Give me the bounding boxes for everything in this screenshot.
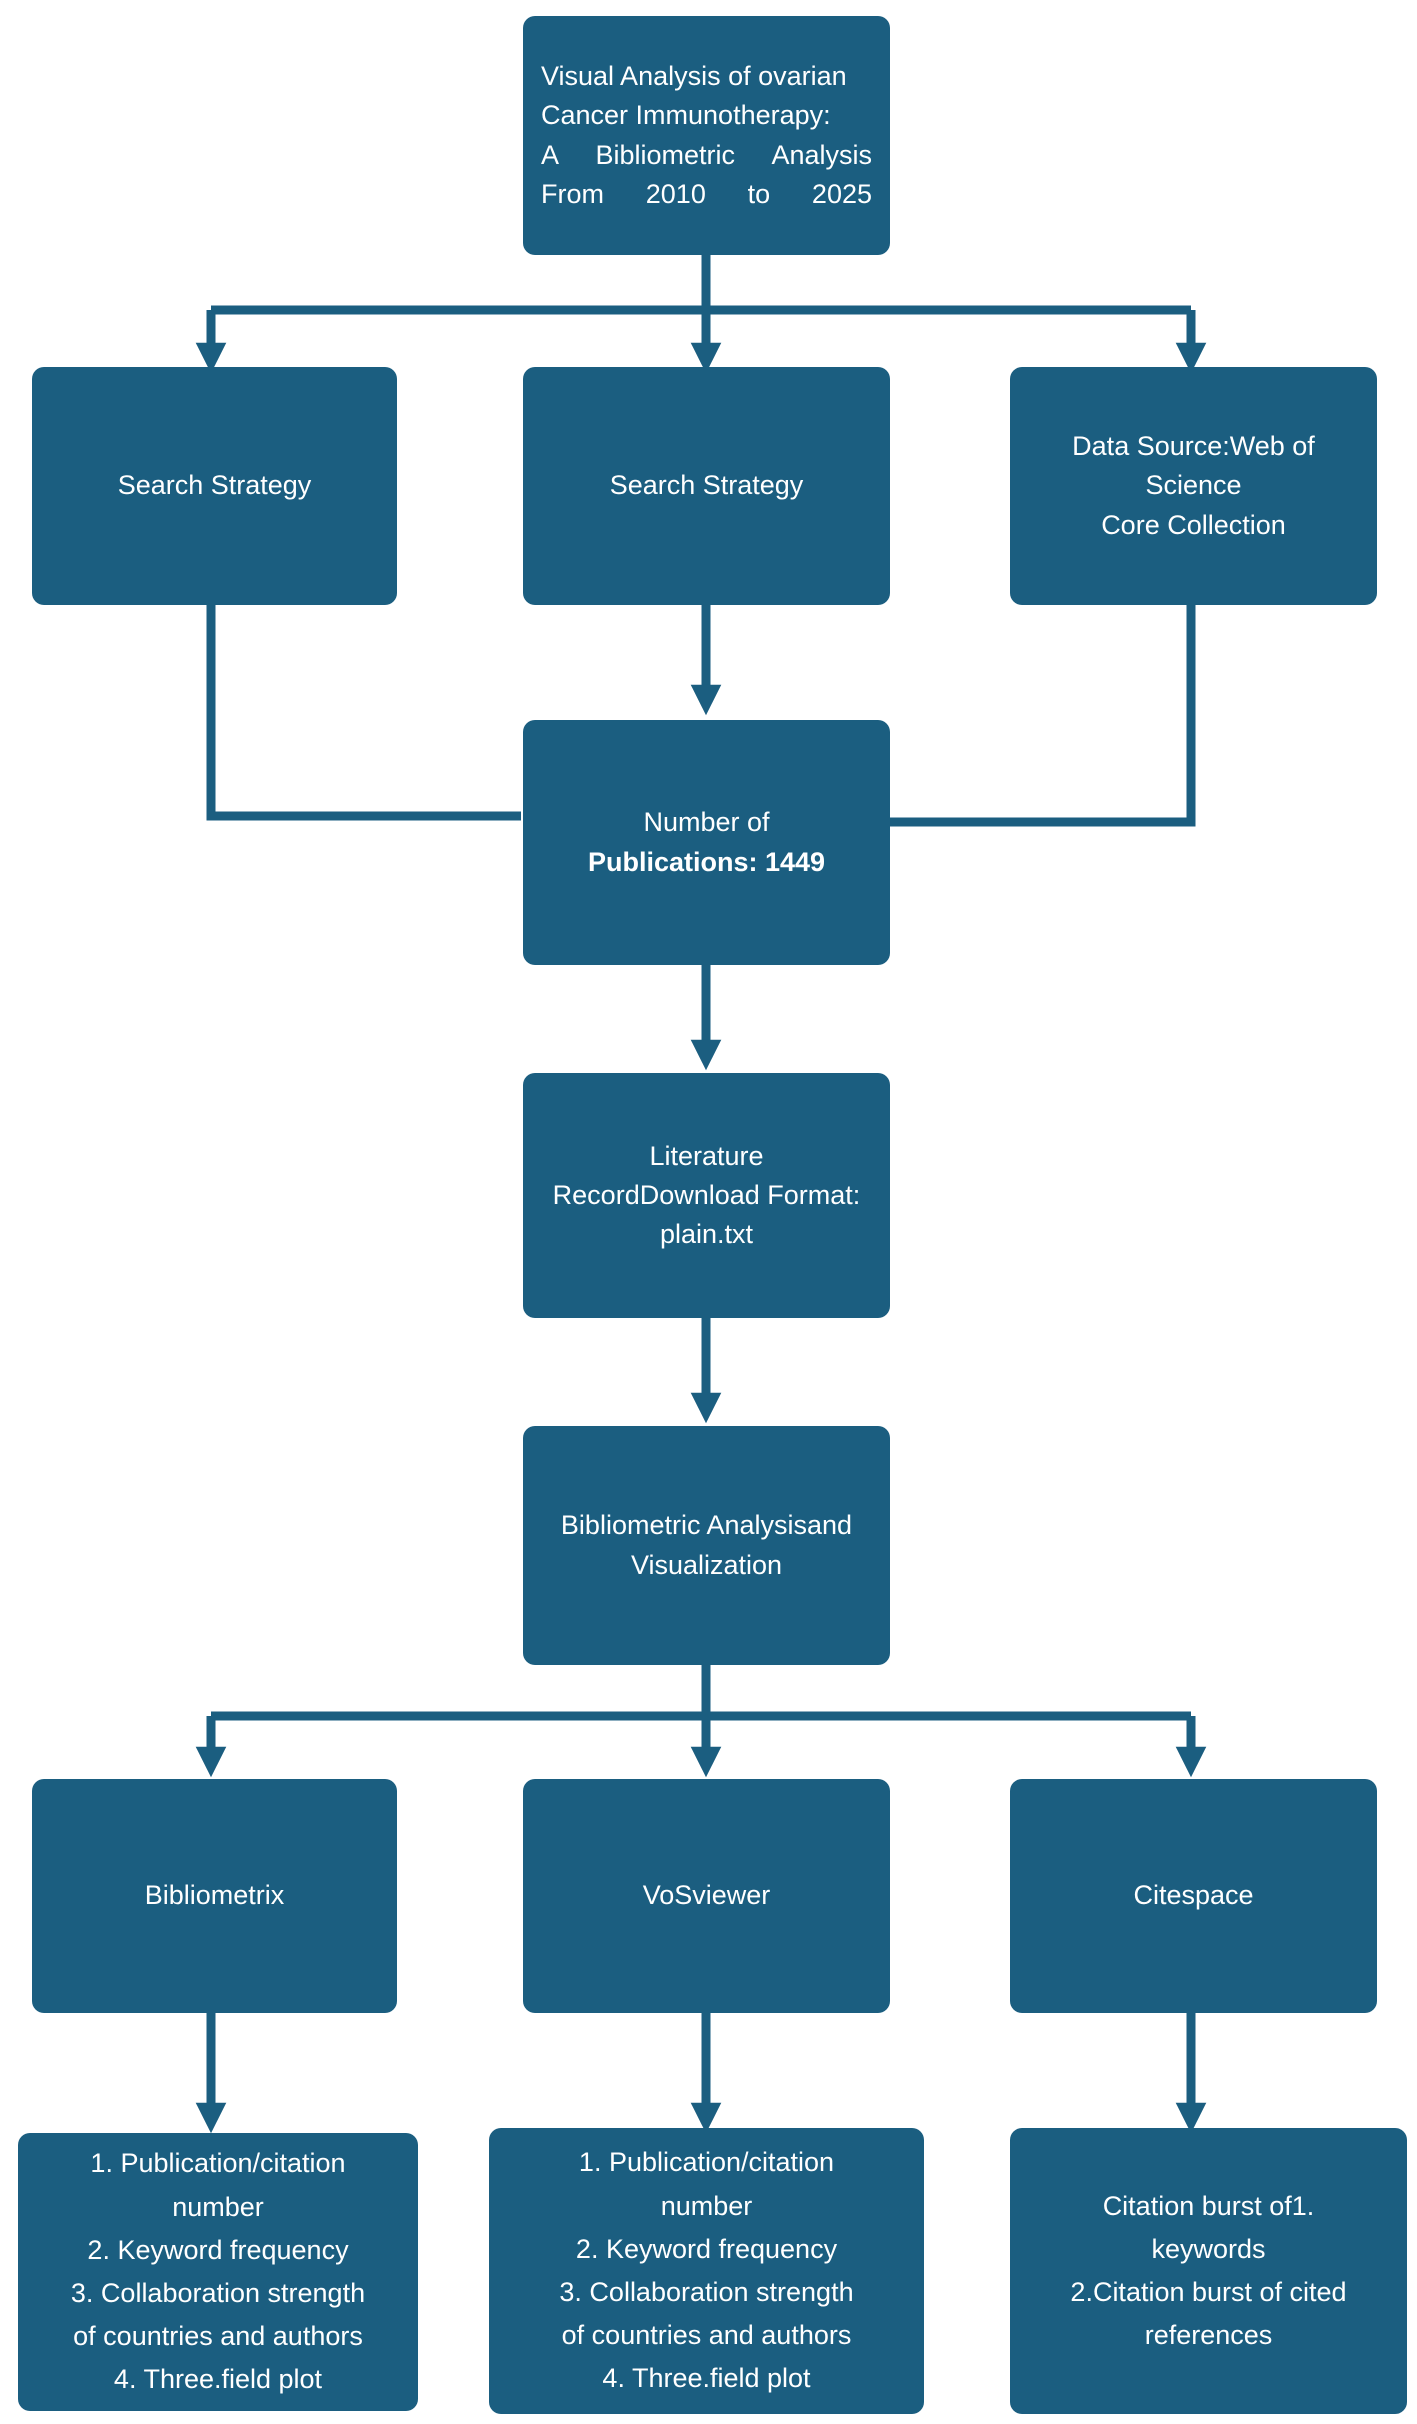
text-line: RecordDownload Format:	[552, 1179, 861, 1210]
text-line: VoSviewer	[642, 1880, 771, 1911]
text-line: of countries and authors	[561, 2320, 852, 2351]
text-line: Publications: 1449	[587, 846, 826, 877]
search-strategy-middle-text: Search Strategy	[610, 466, 804, 505]
text-line: Core Collection	[1101, 509, 1286, 540]
text-line: plain.txt	[659, 1219, 754, 1250]
text-line: Bibliometrix	[144, 1880, 285, 1911]
citespace-outputs-text: Citation burst of1. keywords 2.Citation bu…	[1070, 2185, 1346, 2358]
bibliometrix-text: Bibliometrix	[145, 1876, 285, 1915]
bibliometrix-box: Bibliometrix	[32, 1779, 397, 2013]
text-line: Citespace	[1133, 1880, 1254, 1911]
text-line: number	[660, 2190, 753, 2221]
text-line: Citation burst of1.	[1102, 2190, 1315, 2221]
search-strategy-left-box: Search Strategy	[32, 367, 397, 605]
vosviewer-box: VoSviewer	[523, 1779, 890, 2013]
text-line: Bibliometric Analysisand	[560, 1510, 853, 1541]
text-line: A Bibliometric Analysis	[541, 139, 872, 170]
text-line: Science	[1145, 470, 1242, 501]
text-line: 2.Citation burst of cited	[1070, 2277, 1347, 2307]
publications-box: Number of Publications: 1449	[523, 720, 890, 965]
text-line: keywords	[1151, 2233, 1266, 2264]
text-line: Visual Analysis of ovarian	[541, 61, 847, 92]
text-line: 4. Three.field plot	[113, 2364, 323, 2395]
citespace-box: Citespace	[1010, 1779, 1377, 2013]
text-line: 1. Publication/citation	[578, 2147, 835, 2178]
connector-data-source-to-publications	[890, 605, 1196, 827]
text-line: 3. Collaboration strength	[70, 2278, 366, 2308]
text-line: Visualization	[630, 1549, 783, 1580]
text-line: number	[172, 2191, 264, 2222]
bibliometrix-outputs-box: 1. Publication/citation number 2. Keyword …	[18, 2133, 418, 2411]
search-strategy-left-text: Search Strategy	[118, 466, 312, 505]
citespace-outputs-box: Citation burst of1. keywords 2.Citation bu…	[1010, 2128, 1407, 2414]
text-line: Search Strategy	[609, 470, 804, 501]
text-line: 3. Collaboration strength	[559, 2277, 854, 2307]
text-line: From 2010 to 2025	[541, 178, 872, 209]
bibliometrix-outputs-text: 1. Publication/citation number 2. Keyword …	[71, 2142, 365, 2401]
text-line: 4. Three.field plot	[602, 2363, 811, 2394]
text-line: Search Strategy	[117, 470, 312, 501]
text-line: references	[1144, 2320, 1273, 2351]
text-line: Cancer Immunotherapy:	[541, 100, 831, 131]
text-line: Number of	[643, 807, 770, 838]
vosviewer-outputs-text: 1. Publication/citation number 2. Keyword …	[559, 2141, 853, 2400]
text-line: of countries and authors	[73, 2321, 363, 2352]
text-line: 1. Publication/citation	[90, 2148, 346, 2179]
text-line: Data Source:Web of	[1072, 431, 1315, 462]
publications-text: Number of Publications: 1449	[588, 803, 825, 881]
text-line: Literature	[649, 1140, 764, 1171]
connector-search-left-to-publications	[206, 605, 521, 821]
search-strategy-middle-box: Search Strategy	[523, 367, 890, 605]
citespace-text: Citespace	[1133, 1876, 1253, 1915]
text-line: 2. Keyword frequency	[87, 2234, 349, 2265]
vosviewer-outputs-box: 1. Publication/citation number 2. Keyword …	[489, 2128, 924, 2414]
text-line: 2. Keyword frequency	[575, 2233, 838, 2264]
vosviewer-text: VoSviewer	[643, 1876, 771, 1915]
